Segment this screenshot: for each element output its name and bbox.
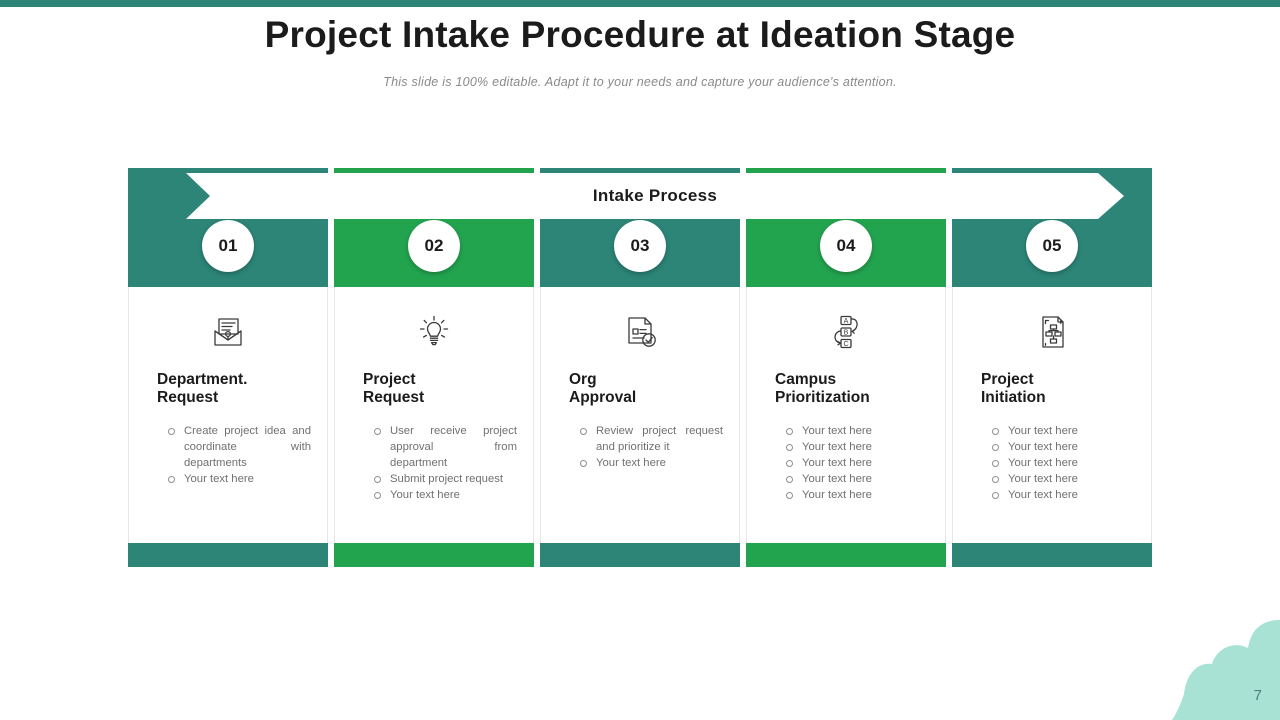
column-footer-bar xyxy=(952,543,1152,567)
list-item: Your text here xyxy=(167,471,311,487)
column-footer-bar xyxy=(746,543,946,567)
list-item: Submit project request xyxy=(373,471,517,487)
svg-text:B: B xyxy=(844,329,849,336)
corner-decoration: 7 xyxy=(1130,600,1280,720)
list-item: Your text here xyxy=(991,423,1135,439)
lightbulb-idea-icon xyxy=(351,309,517,355)
column-bullet-list: Create project idea and coordinate with … xyxy=(167,423,311,487)
column-footer-bar xyxy=(334,543,534,567)
step-number-badge: 04 xyxy=(820,220,872,272)
intake-process-banner: Intake Process xyxy=(186,173,1124,219)
column-title: Org Approval xyxy=(569,371,637,406)
column-bullet-list: Review project request and prioritize it… xyxy=(579,423,723,471)
list-item: Your text here xyxy=(785,423,929,439)
banner-label: Intake Process xyxy=(592,186,718,205)
cloud-shape-icon xyxy=(1172,620,1280,720)
column-title: Campus Prioritization xyxy=(775,371,870,406)
list-item: Your text here xyxy=(991,487,1135,503)
abc-priority-list-icon: A B C xyxy=(763,309,929,355)
top-accent-strip xyxy=(0,0,1280,7)
list-item: User receive project approval from depar… xyxy=(373,423,517,471)
document-check-approval-icon xyxy=(557,309,723,355)
list-item: Create project idea and coordinate with … xyxy=(167,423,311,471)
step-number-badge: 02 xyxy=(408,220,460,272)
step-number-badge: 01 xyxy=(202,220,254,272)
list-item: Your text here xyxy=(991,439,1135,455)
list-item: Your text here xyxy=(785,471,929,487)
column-footer-bar xyxy=(128,543,328,567)
svg-text:A: A xyxy=(844,318,849,325)
column-title: Project Request xyxy=(363,371,425,406)
page-title: Project Intake Procedure at Ideation Sta… xyxy=(264,14,1016,55)
list-item: Your text here xyxy=(991,455,1135,471)
list-item: Your text here xyxy=(373,487,517,503)
step-number-badge: 03 xyxy=(614,220,666,272)
list-item: Your text here xyxy=(579,455,723,471)
list-item: Your text here xyxy=(991,471,1135,487)
column-footer-bar xyxy=(540,543,740,567)
page-subtitle: This slide is 100% editable. Adapt it to… xyxy=(383,75,897,89)
column-title: Department. Request xyxy=(157,371,248,406)
page-number: 7 xyxy=(1253,687,1262,704)
svg-text:C: C xyxy=(843,341,848,348)
column-bullet-list: User receive project approval from depar… xyxy=(373,423,517,503)
document-flowchart-icon xyxy=(969,309,1135,355)
list-item: Your text here xyxy=(785,439,929,455)
column-title: Project Initiation xyxy=(981,371,1046,406)
list-item: Your text here xyxy=(785,455,929,471)
list-item: Review project request and prioritize it xyxy=(579,423,723,455)
step-number-badge: 05 xyxy=(1026,220,1078,272)
envelope-document-icon xyxy=(145,309,311,355)
list-item: Your text here xyxy=(785,487,929,503)
